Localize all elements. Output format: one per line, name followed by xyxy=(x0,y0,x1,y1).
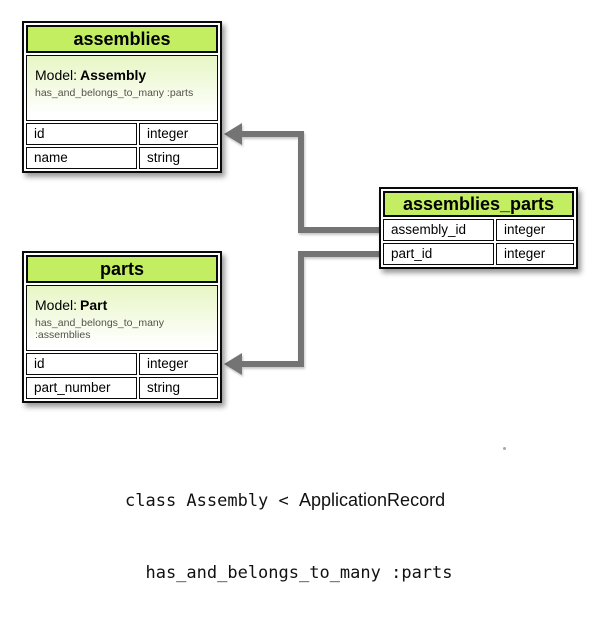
table-parts-model-section: Model:Part has_and_belongs_to_many :asse… xyxy=(26,285,218,351)
table-assemblies-parts-title: assemblies_parts xyxy=(383,191,574,217)
column-rows: id integer name string xyxy=(26,123,218,169)
column-type-cell: integer xyxy=(496,219,574,241)
arrowhead-left-icon xyxy=(224,123,242,145)
table-parts-title: parts xyxy=(26,255,218,283)
column-name-cell: part_number xyxy=(26,377,137,399)
model-name: Assembly xyxy=(80,67,147,83)
table-row: part_number string xyxy=(26,377,218,399)
column-type-cell: string xyxy=(139,147,218,169)
model-label: Model: xyxy=(35,297,78,313)
column-name-cell: part_id xyxy=(383,243,494,265)
code-class-decl: class Assembly < xyxy=(125,491,299,511)
column-type-cell: integer xyxy=(496,243,574,265)
table-row: id integer xyxy=(26,123,218,145)
column-type-cell: string xyxy=(139,377,218,399)
table-parts: parts Model:Part has_and_belongs_to_many… xyxy=(22,251,222,403)
table-assemblies: assemblies Model:Assembly has_and_belong… xyxy=(22,21,222,173)
table-row: assembly_id integer xyxy=(383,219,574,241)
column-type-cell: integer xyxy=(139,353,218,375)
column-name-cell: name xyxy=(26,147,137,169)
code-line: has_and_belongs_to_many :parts xyxy=(125,563,453,583)
table-assemblies-model-section: Model:Assembly has_and_belongs_to_many :… xyxy=(26,55,218,121)
model-name: Part xyxy=(80,297,108,313)
arrowhead-left-icon xyxy=(224,353,242,375)
column-name-cell: id xyxy=(26,123,137,145)
association-label: has_and_belongs_to_many :assemblies xyxy=(35,317,165,341)
stray-dot xyxy=(503,447,506,450)
model-line: Model:Assembly xyxy=(35,67,209,83)
table-row: part_id integer xyxy=(383,243,574,265)
column-rows: assembly_id integer part_id integer xyxy=(383,219,574,265)
model-label: Model: xyxy=(35,67,78,83)
column-name-cell: assembly_id xyxy=(383,219,494,241)
application-record-word: ApplicationRecord xyxy=(299,490,446,510)
table-row: id integer xyxy=(26,353,218,375)
column-rows: id integer part_number string xyxy=(26,353,218,399)
column-type-cell: integer xyxy=(139,123,218,145)
column-name-cell: id xyxy=(26,353,137,375)
table-assemblies-title: assemblies xyxy=(26,25,218,53)
connector-part-id-to-parts xyxy=(224,251,379,375)
association-label: has_and_belongs_to_many :parts xyxy=(35,87,194,99)
code-snippet: class Assembly < ApplicationRecord has_a… xyxy=(125,440,504,634)
model-line: Model:Part xyxy=(35,297,209,313)
connector-assembly-id-to-assemblies xyxy=(224,123,379,233)
table-row: name string xyxy=(26,147,218,169)
code-line: class Assembly < ApplicationRecord xyxy=(125,488,504,513)
table-assemblies-parts: assemblies_parts assembly_id integer par… xyxy=(379,187,578,269)
